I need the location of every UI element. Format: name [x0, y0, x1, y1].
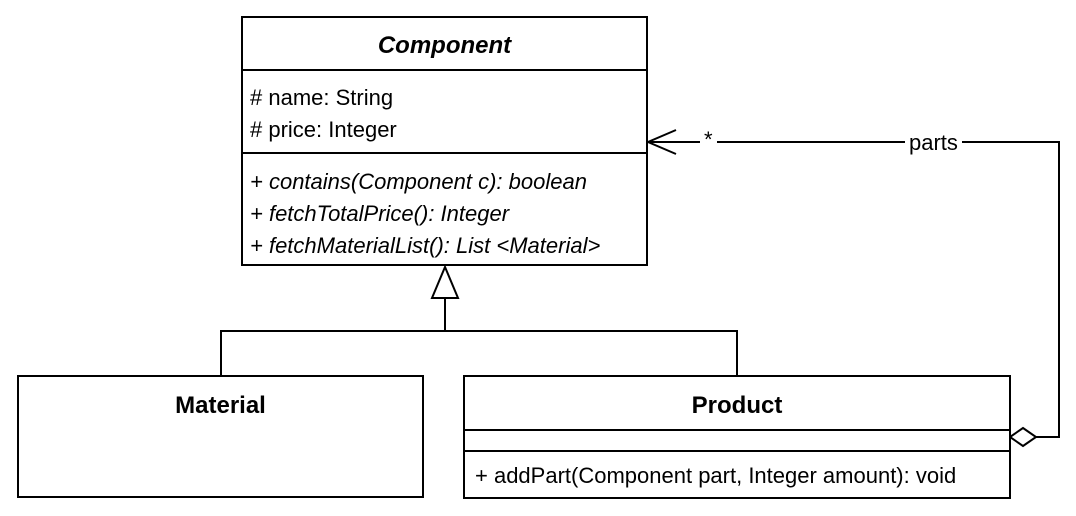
component-name-divider: [243, 69, 646, 71]
generalization-line-material: [220, 298, 446, 376]
component-attribute: # price: Integer: [250, 117, 397, 142]
component-operation: + fetchTotalPrice(): Integer: [250, 201, 510, 226]
component-attribute-divider: [243, 152, 646, 154]
material-class-name: Material: [175, 392, 266, 419]
association-role-label: parts: [905, 130, 962, 156]
generalization-arrow-head: [430, 264, 460, 299]
component-operation: + contains(Component c): boolean: [250, 169, 587, 194]
product-class: Product + addPart(Component part, Intege…: [463, 375, 1011, 499]
aggregation-diamond: [1008, 426, 1038, 448]
component-operation: + fetchMaterialList(): List <Material>: [250, 233, 601, 258]
component-class-name: Component: [377, 32, 512, 59]
material-class: Material: [17, 375, 424, 498]
product-class-name: Product: [691, 392, 783, 419]
association-multiplicity: *: [700, 127, 717, 153]
navigability-arrow-head: [645, 129, 677, 155]
product-operation: + addPart(Component part, Integer amount…: [475, 463, 957, 488]
component-class: Component # name: String # price: Intege…: [241, 16, 648, 266]
component-attribute: # name: String: [250, 85, 394, 110]
product-attribute-divider: [465, 450, 1009, 452]
aggregation-line: [648, 141, 1060, 438]
product-name-divider: [465, 429, 1009, 431]
generalization-line-product: [445, 330, 738, 376]
